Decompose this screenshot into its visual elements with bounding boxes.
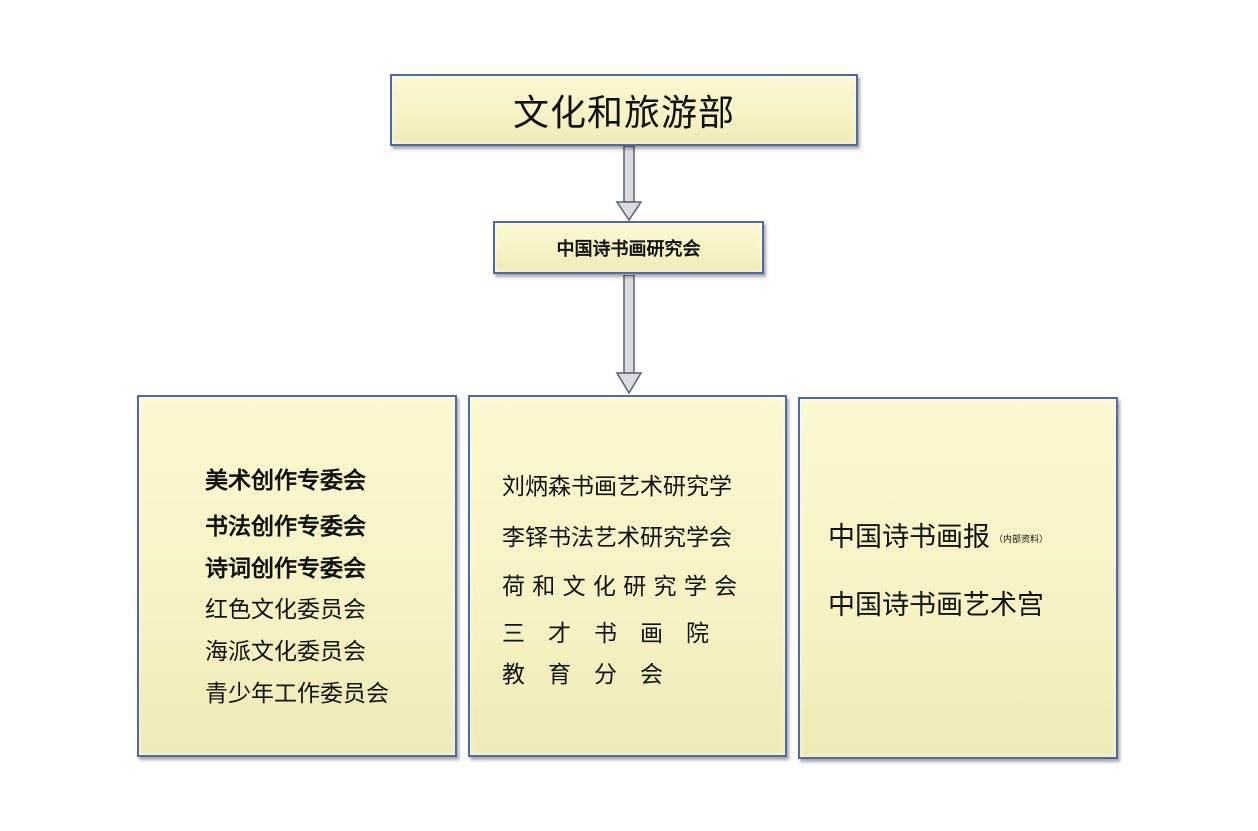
committee-item: 诗词创作专委会 <box>205 556 366 582</box>
art-palace-label: 中国诗书画艺术宫 <box>828 590 1044 621</box>
institutes-box: 刘炳森书画艺术研究学 李铎书法艺术研究学会 荷 和 文 化 研 究 学 会 三 … <box>468 395 787 757</box>
institute-item: 三 才 书 画 院 <box>502 621 709 647</box>
institute-item: 荷 和 文 化 研 究 学 会 <box>502 574 738 600</box>
committee-item: 美术创作专委会 <box>205 468 366 494</box>
committee-item: 海派文化委员会 <box>205 639 366 665</box>
association-label: 中国诗书画研究会 <box>556 238 701 260</box>
publications-box: 中国诗书画报 （内部资料） 中国诗书画艺术宫 <box>798 397 1118 759</box>
institute-item: 教 育 分 会 <box>502 662 663 688</box>
committee-item: 红色文化委员会 <box>205 597 366 623</box>
institute-item: 李铎书法艺术研究学会 <box>502 525 732 551</box>
ministry-box: 文化和旅游部 <box>390 74 858 146</box>
committee-item: 书法创作专委会 <box>205 514 366 540</box>
arrow-top-to-middle <box>615 146 643 222</box>
committees-box: 美术创作专委会 书法创作专委会 诗词创作专委会 红色文化委员会 海派文化委员会 … <box>137 395 457 757</box>
publication-item: 中国诗书画艺术宫 <box>828 583 1044 622</box>
newspaper-label: 中国诗书画报 <box>828 522 990 553</box>
ministry-label: 文化和旅游部 <box>512 93 735 134</box>
internal-note: （内部资料） <box>994 535 1049 545</box>
arrow-middle-to-center <box>615 275 643 395</box>
association-box: 中国诗书画研究会 <box>493 221 764 274</box>
institute-item: 刘炳森书画艺术研究学 <box>502 474 732 500</box>
publication-item: 中国诗书画报 （内部资料） <box>828 515 1048 554</box>
committee-item: 青少年工作委员会 <box>205 681 389 707</box>
